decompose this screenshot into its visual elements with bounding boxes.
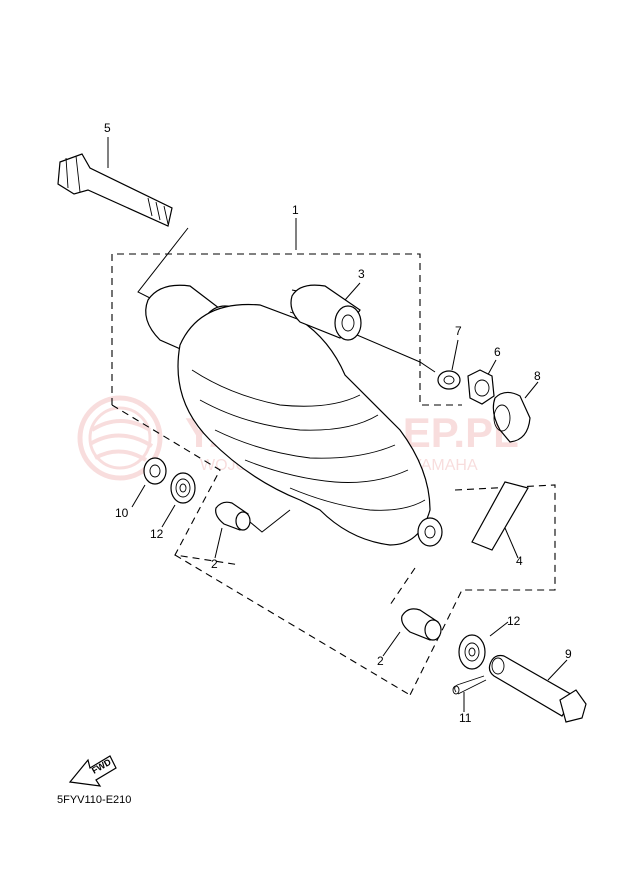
label-part-2-right: 2: [377, 654, 384, 668]
washer-part-10: [143, 457, 167, 485]
label-part-10: 10: [115, 506, 129, 520]
collar-part-2-right: [401, 608, 442, 641]
fwd-arrow-icon: FWD: [68, 755, 117, 787]
label-part-4: 4: [516, 554, 523, 568]
label-part-2-left: 2: [211, 557, 218, 571]
bolt-part-5: [57, 153, 173, 227]
cap-part-8: [492, 391, 531, 443]
shock-absorber-part-1: [145, 284, 443, 547]
label-part-11: 11: [459, 711, 472, 725]
cotter-pin-part-11: [452, 675, 487, 695]
label-part-6: 6: [494, 345, 501, 359]
label-part-12-right: 12: [507, 614, 521, 628]
label-part-9: 9: [565, 647, 572, 661]
label-part-7: 7: [455, 324, 462, 338]
label-part-3: 3: [358, 267, 365, 281]
part-labels: 5 1 3 7 6 8 4 10 12 2 2 12 9 11: [104, 121, 572, 725]
seal-part-12-right: [458, 634, 486, 670]
watermark-logo: [77, 395, 163, 481]
label-part-8: 8: [534, 369, 541, 383]
label-part-12-left: 12: [150, 527, 164, 541]
collar-part-2-left: [215, 501, 251, 531]
label-part-1: 1: [292, 203, 299, 217]
nut-part-6: [467, 369, 495, 405]
seal-part-12-left: [170, 472, 196, 504]
leader-lines: [107, 137, 568, 712]
diagram-code: 5FYV110-E210: [57, 794, 131, 806]
label-part-5: 5: [104, 121, 111, 135]
collar-part-3: [290, 284, 362, 341]
pad-part-4: [471, 481, 529, 551]
washer-part-7: [437, 370, 461, 390]
pin-part-9: [488, 654, 587, 723]
